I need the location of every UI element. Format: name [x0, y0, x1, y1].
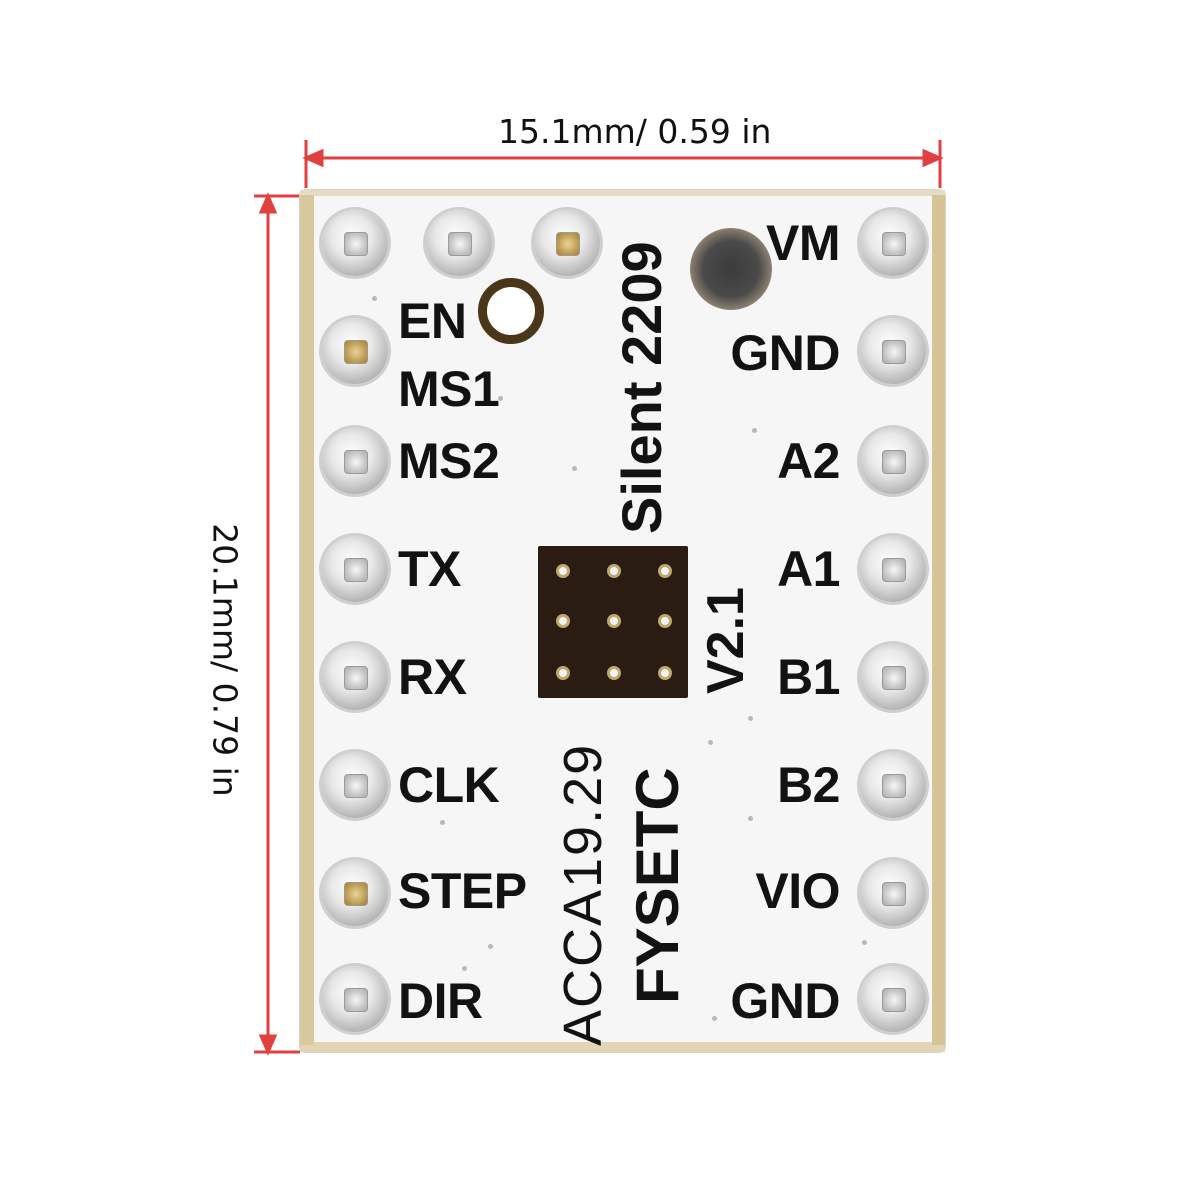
label-ms1: MS1 [398, 361, 500, 417]
board-dot [708, 740, 713, 745]
label-ms2: MS2 [398, 433, 500, 489]
pin-rx [322, 644, 388, 710]
pin-ms2 [322, 428, 388, 494]
pin-clk [322, 752, 388, 818]
pin-a2 [860, 428, 926, 494]
label-a1: A1 [777, 541, 840, 597]
label-rx: RX [398, 649, 467, 705]
board-edge [300, 195, 314, 1045]
via [658, 614, 672, 628]
pin-gnd [860, 318, 926, 384]
pin-b2 [860, 752, 926, 818]
header-pin [426, 210, 492, 276]
board-edge [932, 195, 945, 1045]
board-dot [752, 428, 757, 433]
label-vm: VM [766, 215, 841, 271]
label-vio: VIO [755, 863, 840, 919]
board-dot [498, 396, 503, 401]
pin-en-ms1 [322, 318, 388, 384]
label-tx: TX [398, 541, 461, 597]
pin-vm [860, 210, 926, 276]
brand-label: FYSETC [624, 767, 691, 1004]
label-en: EN [398, 293, 467, 349]
via [556, 564, 570, 578]
board-dot [748, 816, 753, 821]
label-b2: B2 [777, 757, 840, 813]
board-dot [572, 466, 577, 471]
pin-a1 [860, 536, 926, 602]
via [607, 666, 621, 680]
label-clk: CLK [398, 757, 500, 813]
pin-b1 [860, 644, 926, 710]
batch-label: ACCA19.29 [553, 742, 613, 1046]
pin-vio [860, 860, 926, 926]
pin-dir [322, 966, 388, 1032]
mounting-hole [478, 278, 544, 344]
board-dot [440, 820, 445, 825]
header-pin [534, 210, 600, 276]
model-label: Silent 2209 [610, 241, 673, 534]
via [607, 564, 621, 578]
header-pin [322, 210, 388, 276]
label-gnd-2: GND [730, 973, 840, 1029]
label-b1: B1 [777, 649, 840, 705]
board-dot [862, 940, 867, 945]
pin-gnd-2 [860, 966, 926, 1032]
label-dir: DIR [398, 973, 483, 1029]
board-dot [712, 1016, 717, 1021]
via [658, 666, 672, 680]
via [607, 614, 621, 628]
board-dot [462, 966, 467, 971]
via [658, 564, 672, 578]
width-dimension-label: 15.1mm/ 0.59 in [498, 112, 772, 151]
via [556, 666, 570, 680]
board-edge [300, 190, 945, 200]
pin-tx [322, 536, 388, 602]
label-gnd: GND [730, 325, 840, 381]
label-a2: A2 [777, 433, 840, 489]
height-dimension-label: 20.1mm/ 0.79 in [205, 523, 245, 797]
pin-step [322, 860, 388, 926]
board-edge [300, 1040, 945, 1052]
board-dot [488, 944, 493, 949]
led-indicator [690, 228, 772, 310]
version-label: V2.1 [697, 587, 755, 694]
board-dot [748, 716, 753, 721]
via [556, 614, 570, 628]
board-dot [372, 296, 377, 301]
label-step: STEP [398, 863, 527, 919]
